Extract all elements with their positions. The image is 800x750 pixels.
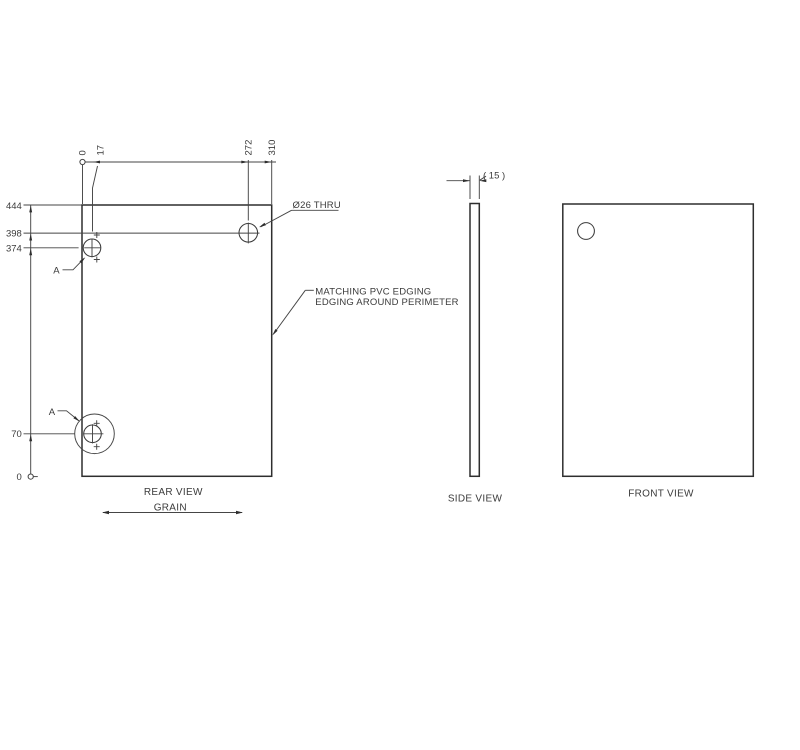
- top-ordinate-dimensions: 0 17 272 310: [78, 140, 278, 232]
- rear-view: REAR VIEW GRAIN: [74, 204, 273, 515]
- extension-line-17-jogged: [92, 165, 98, 232]
- dim-left-70: 70: [11, 429, 22, 440]
- dim-left-398: 398: [6, 229, 22, 240]
- pilot-cross-lower: [93, 443, 100, 450]
- hole-note-text: Ø26 THRU: [293, 200, 341, 211]
- arrowhead-left: [463, 179, 470, 183]
- grain-arrow-left-icon: [102, 510, 109, 515]
- leader-arrowhead-icon: [272, 329, 278, 336]
- arrowhead-310: [264, 160, 272, 164]
- hole-callout: Ø26 THRU: [259, 200, 341, 228]
- ordinate-origin-marker: [27, 473, 34, 480]
- detail-a-circle: [74, 413, 115, 455]
- pilot-cross-upper: [93, 420, 100, 427]
- hole-top-left: [82, 232, 102, 263]
- grain-indicator: GRAIN: [102, 502, 243, 515]
- side-view: ( 15 ) SIDE VIEW: [446, 170, 505, 504]
- edging-note-line1: MATCHING PVC EDGING: [315, 286, 431, 297]
- left-ordinate-dimensions: 444 398 374 70 0: [6, 201, 260, 483]
- rear-panel-outline: [81, 204, 273, 478]
- front-hole-circle: [577, 222, 595, 240]
- side-view-label: SIDE VIEW: [448, 493, 503, 504]
- leader-arrowhead-icon: [73, 416, 80, 422]
- dim-left-444: 444: [6, 201, 22, 212]
- leader-tail: [479, 175, 487, 181]
- leader-line: [62, 257, 85, 271]
- front-view: FRONT VIEW: [562, 203, 755, 499]
- thickness-dim-text: ( 15 ): [483, 170, 505, 181]
- detail-a-callout-top: A: [53, 257, 86, 276]
- dim-top-272: 272: [244, 140, 255, 156]
- dim-top-0: 0: [78, 150, 89, 155]
- leader-arrowhead-icon: [79, 257, 86, 264]
- detail-a-label: A: [53, 265, 60, 276]
- arrowhead-70: [29, 434, 33, 442]
- leader-line: [260, 209, 292, 228]
- arrowhead-272: [241, 160, 249, 164]
- grain-label: GRAIN: [154, 502, 187, 513]
- arrowhead-444: [29, 205, 33, 213]
- arrowhead-398: [29, 233, 33, 241]
- edging-note-line2: EDGING AROUND PERIMETER: [315, 297, 458, 308]
- leader-line: [273, 290, 306, 335]
- front-panel-outline: [562, 203, 755, 478]
- dim-top-17: 17: [95, 145, 106, 156]
- ordinate-origin-marker: [79, 158, 86, 166]
- rear-view-label: REAR VIEW: [144, 487, 203, 498]
- arrowhead-374: [29, 248, 33, 256]
- grain-arrow-right-icon: [236, 510, 243, 515]
- side-panel-outline: [469, 202, 481, 478]
- dim-top-310: 310: [267, 140, 278, 156]
- arrowhead-right: [479, 179, 487, 183]
- detail-a-label: A: [49, 407, 56, 418]
- front-view-label: FRONT VIEW: [628, 488, 694, 499]
- leader-arrowhead-icon: [259, 222, 266, 228]
- pilot-cross-lower: [93, 256, 100, 263]
- arrowhead-17: [93, 160, 100, 164]
- detail-a-callout-bottom: A: [49, 407, 80, 422]
- dim-left-0: 0: [17, 472, 22, 483]
- hole-bottom-left: [74, 413, 115, 455]
- edging-note: MATCHING PVC EDGING EDGING AROUND PERIME…: [272, 286, 459, 336]
- dim-left-374: 374: [6, 243, 22, 254]
